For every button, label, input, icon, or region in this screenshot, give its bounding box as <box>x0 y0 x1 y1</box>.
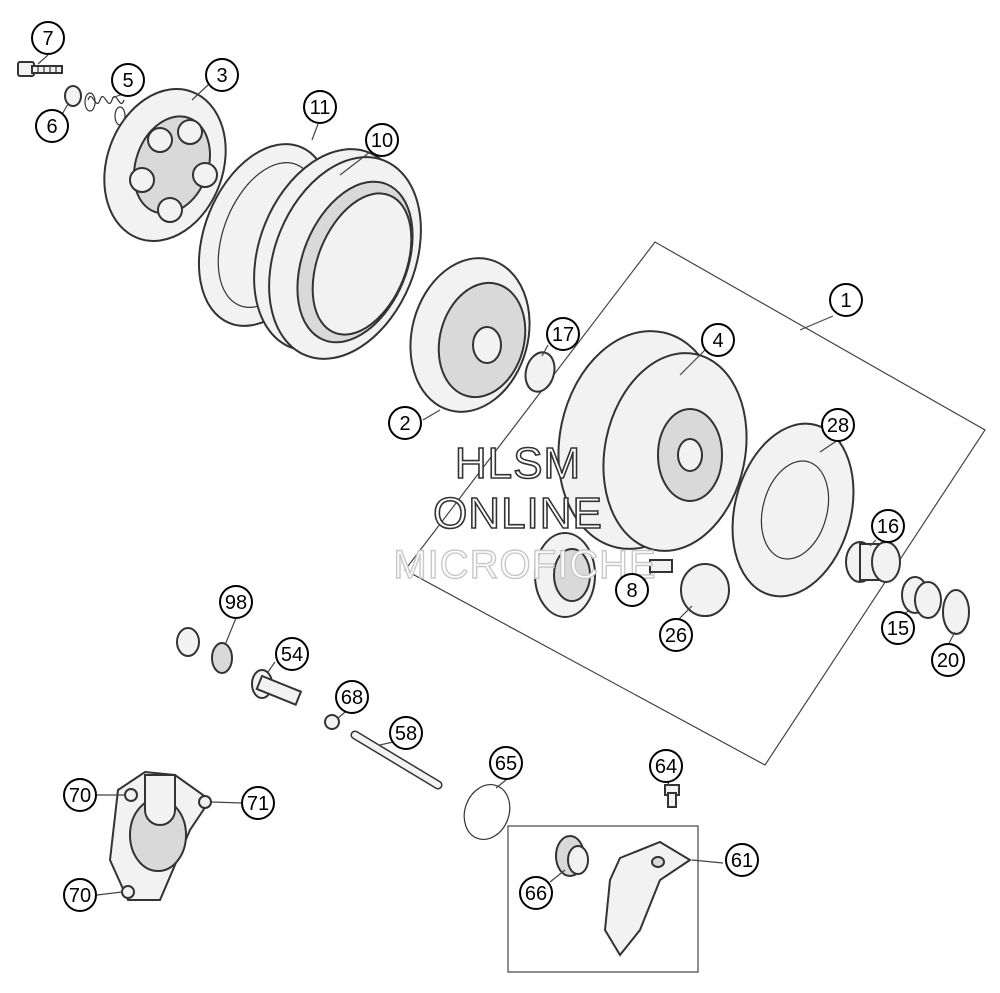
part-bushing-15 <box>901 576 942 619</box>
callout-circle-c61 <box>725 843 759 877</box>
part-release-lever-61 <box>603 840 692 957</box>
part-washer-20 <box>942 589 970 635</box>
callout-label-c65: 65 <box>495 753 517 775</box>
callout-circle-c71 <box>241 786 275 820</box>
watermark: HLSM ONLINE MICROFICHE <box>393 438 657 588</box>
assembly-frame-1 <box>404 241 986 766</box>
callout-circle-c1 <box>829 283 863 317</box>
callout-circle-c66 <box>519 876 553 910</box>
callout-circle-c11 <box>303 90 337 124</box>
callout-label-c61: 61 <box>731 850 753 872</box>
callout-circle-c28 <box>821 408 855 442</box>
callout-circle-c70b <box>63 878 97 912</box>
watermark-line3: MICROFICHE <box>393 543 656 587</box>
callout-label-c98: 98 <box>225 592 247 614</box>
callout-circle-c2 <box>388 406 422 440</box>
callout-circle-c6 <box>35 109 69 143</box>
part-seal-66 <box>555 835 589 877</box>
callout-label-c68: 68 <box>341 687 363 709</box>
callout-label-c2: 2 <box>399 413 410 435</box>
part-clutch-discs-10 <box>253 148 422 360</box>
part-cover-71 <box>108 770 212 901</box>
callout-label-c64: 64 <box>655 756 677 778</box>
callout-circle-c8 <box>615 573 649 607</box>
callout-label-c26: 26 <box>665 625 687 647</box>
callout-label-c3: 3 <box>216 65 227 87</box>
callout-label-c5: 5 <box>122 70 133 92</box>
part-o-ring-65 <box>463 784 511 840</box>
callout-label-c10: 10 <box>371 130 393 152</box>
callout-label-c70a: 70 <box>69 785 91 807</box>
part-bushing-26 <box>680 563 730 617</box>
callout-label-c58: 58 <box>395 723 417 745</box>
callout-circle-c3 <box>205 58 239 92</box>
callout-label-c28: 28 <box>827 415 849 437</box>
leader-lines <box>37 54 956 896</box>
part-washers-98 <box>176 627 233 674</box>
callout-circle-c26 <box>659 618 693 652</box>
callout-label-c70b: 70 <box>69 885 91 907</box>
callouts: 7 5 3 6 11 10 1 17 4 2 28 16 8 26 15 20 98 54 68 58 65 64 70 71… <box>31 21 965 912</box>
callout-label-c54: 54 <box>281 644 303 666</box>
part-spring-5 <box>84 92 126 126</box>
part-screw-7 <box>17 61 63 77</box>
part-thrust-plate-28 <box>731 422 855 598</box>
callout-circle-c68 <box>335 680 369 714</box>
part-inner-hub-2 <box>409 257 531 413</box>
part-pressure-plate-3 <box>103 88 227 242</box>
callout-circle-c17 <box>546 317 580 351</box>
callout-circle-c58 <box>389 716 423 750</box>
callout-label-c15: 15 <box>887 618 909 640</box>
callout-label-c16: 16 <box>877 516 899 538</box>
callout-label-c20: 20 <box>937 650 959 672</box>
part-washer-17 <box>524 351 556 393</box>
callout-circle-c4 <box>701 323 735 357</box>
part-ball-68 <box>324 714 340 730</box>
callout-label-c71: 71 <box>247 793 269 815</box>
callout-circle-c15 <box>881 611 915 645</box>
callout-label-c4: 4 <box>712 330 723 352</box>
callout-circle-c7 <box>31 21 65 55</box>
part-washer-6 <box>64 85 82 107</box>
callout-circle-c70a <box>63 778 97 812</box>
assembly-frame-61 <box>507 825 699 973</box>
callout-label-c6: 6 <box>46 116 57 138</box>
part-gear-8 <box>534 532 673 618</box>
callout-circle-c64 <box>649 749 683 783</box>
part-sleeve-16 <box>845 541 901 583</box>
callout-label-c7: 7 <box>42 28 53 50</box>
part-clutch-basket-4 <box>557 330 748 552</box>
callout-circle-c98 <box>219 585 253 619</box>
watermark-line1: HLSM <box>455 439 581 488</box>
callout-label-c11: 11 <box>310 97 331 119</box>
callout-label-c1: 1 <box>840 290 851 312</box>
callout-circle-c10 <box>365 123 399 157</box>
callout-label-c8: 8 <box>626 580 637 602</box>
callout-label-c17: 17 <box>552 324 574 346</box>
watermark-line2: ONLINE <box>433 489 603 538</box>
callout-circle-c5 <box>111 63 145 97</box>
callout-circle-c65 <box>489 746 523 780</box>
callout-circle-c16 <box>871 509 905 543</box>
callout-label-c66: 66 <box>525 883 547 905</box>
part-screw-64 <box>664 784 680 808</box>
callout-circle-c20 <box>931 643 965 677</box>
callout-circle-c54 <box>275 637 309 671</box>
part-release-shaft-54 <box>251 669 303 707</box>
